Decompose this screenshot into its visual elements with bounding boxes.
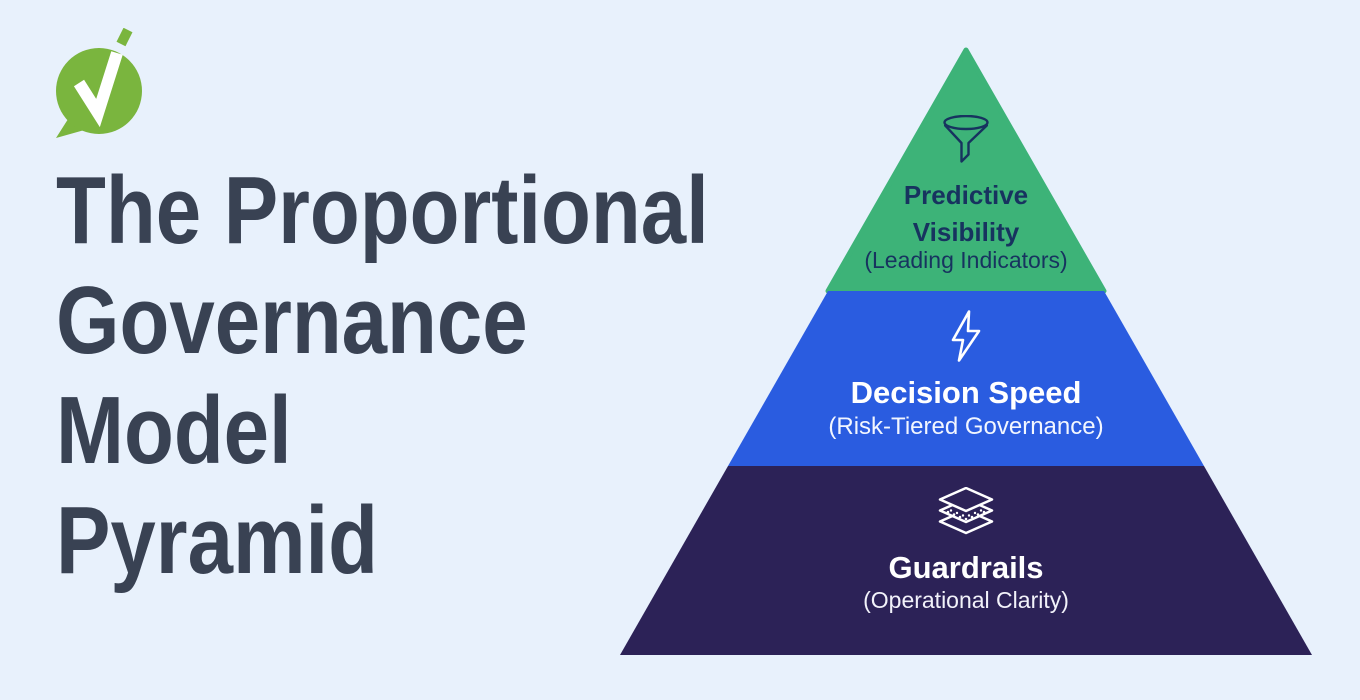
page-title: The Proportional Governance Model Pyrami… [56,156,709,596]
layers-icon [937,486,995,543]
checkmark-icon [73,51,123,128]
layers-top-sheet [938,486,994,513]
check-bubble-logo-icon [56,27,142,138]
lightning-bolt-icon [949,310,983,362]
tier-top-subtitle: (Leading Indicators) [864,247,1068,273]
page-title-line-3: Model [56,377,292,484]
tier-middle-subtitle: (Risk-Tiered Governance) [828,413,1104,440]
funnel-body [944,124,988,163]
funnel-rim [943,114,989,131]
tier-top-title: Predictive Visibility [903,180,1029,247]
checkmark-tail-extension [116,27,133,47]
page-title-line-2: Governance [56,267,528,374]
layers-middle-dots [946,509,986,521]
tier-middle-title: Decision Speed [850,375,1082,410]
tier-middle-shape [728,291,1204,466]
tier-top-shape [828,50,1104,291]
tier-bottom-shape [620,466,1312,655]
page-title-line-4: Pyramid [56,487,379,594]
logo [50,27,150,142]
lightning-bolt-outline [951,310,981,362]
page-title-line-1: The Proportional [56,157,709,264]
bubble-tail [56,116,88,138]
funnel-icon [942,114,990,165]
tier-bottom-title: Guardrails [888,550,1044,585]
tier-bottom-subtitle: (Operational Clarity) [863,587,1069,613]
